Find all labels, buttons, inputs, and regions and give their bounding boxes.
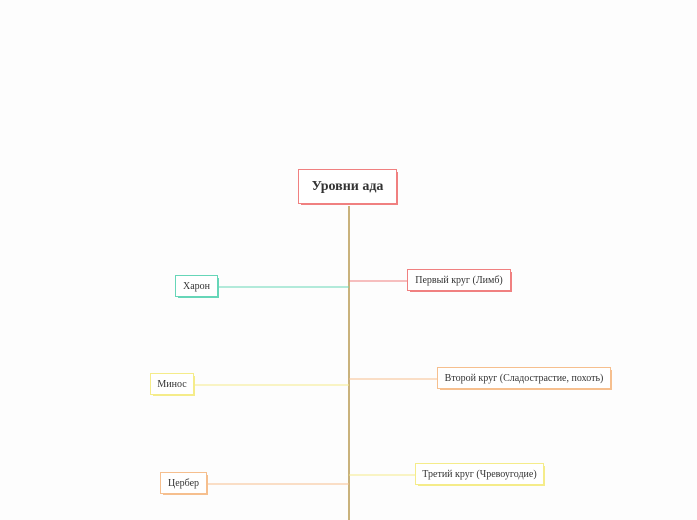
topic-first-circle[interactable]: Первый круг (Лимб) [407, 269, 512, 292]
topic-second-circle-label: Второй круг (Сладострастие, похоть) [444, 373, 604, 384]
topic-cerberus[interactable]: Цербер [160, 472, 208, 495]
topic-cerberus-label: Цербер [167, 478, 200, 489]
root-topic-label: Уровни ада [311, 179, 384, 194]
root-topic-node[interactable]: Уровни ада [298, 169, 398, 205]
topic-third-circle[interactable]: Третий круг (Чревоугодие) [415, 463, 545, 486]
topic-second-circle[interactable]: Второй круг (Сладострастие, похоть) [437, 367, 612, 390]
topic-charon-label: Харон [182, 281, 210, 292]
topic-first-circle-label: Первый круг (Лимб) [415, 275, 503, 286]
topic-minos-label: Минос [157, 379, 187, 390]
topic-minos[interactable]: Минос [150, 373, 195, 396]
topic-third-circle-label: Третий круг (Чревоугодие) [422, 469, 537, 480]
topic-charon[interactable]: Харон [175, 275, 219, 298]
